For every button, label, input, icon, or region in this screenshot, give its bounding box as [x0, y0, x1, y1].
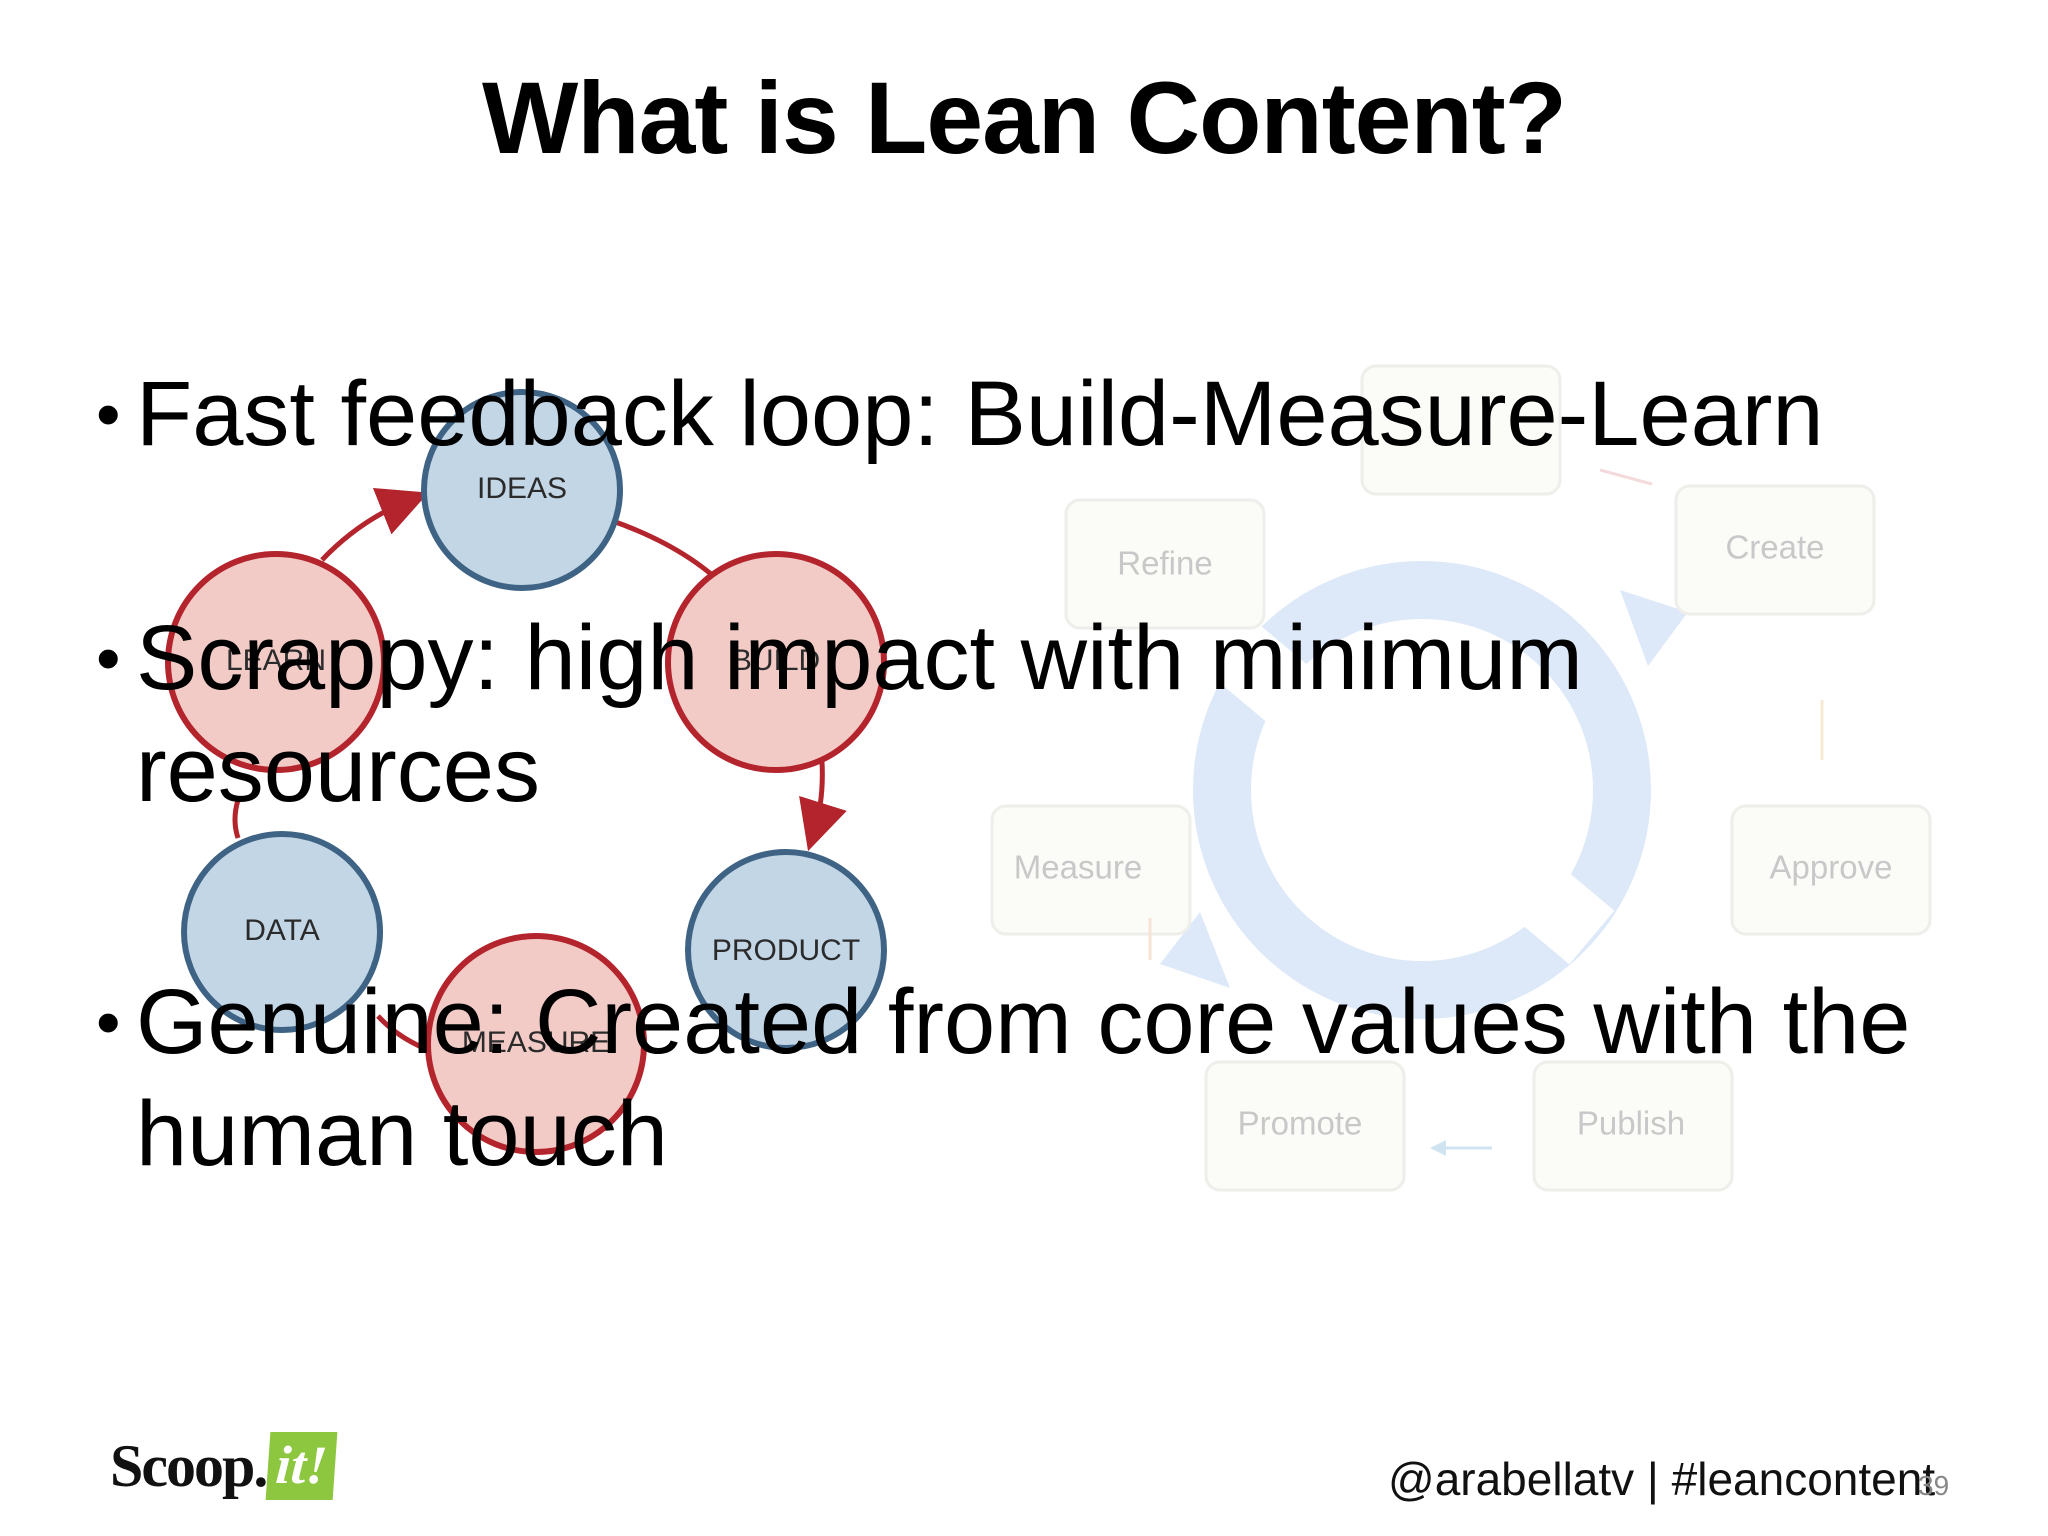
loop-arc [799, 761, 847, 852]
loop-node-label: DATA [244, 914, 320, 947]
cycle-step-refine: Refine [1064, 498, 1266, 630]
bullet-text: Scrappy: high impact with minimum resour… [136, 607, 1583, 821]
bullet-item: • Scrappy: high impact with minimum reso… [96, 602, 1856, 826]
loop-node-ideas: IDEAS [421, 389, 623, 591]
scoopit-logo: Scoop. it! [110, 1432, 338, 1500]
footer-handle: @arabellatv | #leancontent [1388, 1453, 1936, 1505]
cycle-connector-head [1430, 1140, 1446, 1156]
loop-node-build: BUILD [665, 551, 887, 773]
cycle-step-label: Publish [1577, 1105, 1685, 1142]
bullet-item: • Genuine: Created from core values with… [96, 966, 1956, 1190]
bullet-glyph: • [96, 619, 121, 697]
cycle-step-label: Measure [1014, 849, 1142, 886]
slide-title: What is Lean Content? [482, 61, 1567, 175]
cycle-ring [1193, 561, 1651, 1019]
cycle-step-label: Promote [1238, 1105, 1363, 1142]
bullet-text: Genuine: Created from core values with t… [136, 971, 1911, 1185]
cycle-step-label: Create [1725, 529, 1824, 566]
cycle-arrowhead [1160, 912, 1230, 988]
logo-word: Scoop. [110, 1432, 268, 1499]
cycle-ring-gap [1215, 625, 1315, 725]
cycle-arrowhead [1620, 590, 1688, 666]
loop-node-measure: MEASURE [425, 933, 647, 1155]
bullet-item: • Fast feedback loop: Build-Measure-Lear… [96, 358, 1996, 470]
cycle-step-promote: Promote [1204, 1060, 1406, 1192]
loop-node-label: PRODUCT [712, 934, 860, 967]
page-number: 39 [1918, 1470, 1950, 1501]
loop-node-label: MEASURE [462, 1026, 610, 1059]
logo-badge: it! [265, 1432, 338, 1500]
cycle-step-label: Refine [1117, 545, 1212, 582]
loop-node-label: LEARN [226, 644, 326, 677]
bullet-glyph: • [96, 983, 121, 1061]
loop-arc [320, 487, 429, 562]
cycle-step-approve: Approve [1730, 804, 1932, 936]
loop-node-label: IDEAS [477, 472, 567, 505]
bullet-glyph: • [96, 375, 121, 453]
lean-loop-diagram: IDEAS BUILD PRODUCT MEASURE DATA [165, 389, 887, 1155]
loop-node-learn: LEARN [165, 551, 387, 773]
content-cycle-diagram: Refine Create Measure Approve Promote Pu… [990, 364, 1932, 1192]
cycle-step-create: Create [1674, 484, 1876, 616]
bullet-text: Fast feedback loop: Build-Measure-Learn [136, 363, 1824, 465]
cycle-step-box-top [1360, 364, 1562, 496]
cycle-ring-gap [1515, 865, 1615, 965]
cycle-connector [1599, 468, 1653, 486]
loop-node-data: DATA [181, 831, 383, 1033]
loop-arc [232, 799, 241, 839]
cycle-step-measure: Measure [990, 804, 1192, 936]
loop-node-product: PRODUCT [685, 849, 887, 1051]
cycle-step-label: Approve [1770, 849, 1893, 886]
cycle-step-publish: Publish [1532, 1060, 1734, 1192]
loop-node-label: BUILD [732, 644, 820, 677]
